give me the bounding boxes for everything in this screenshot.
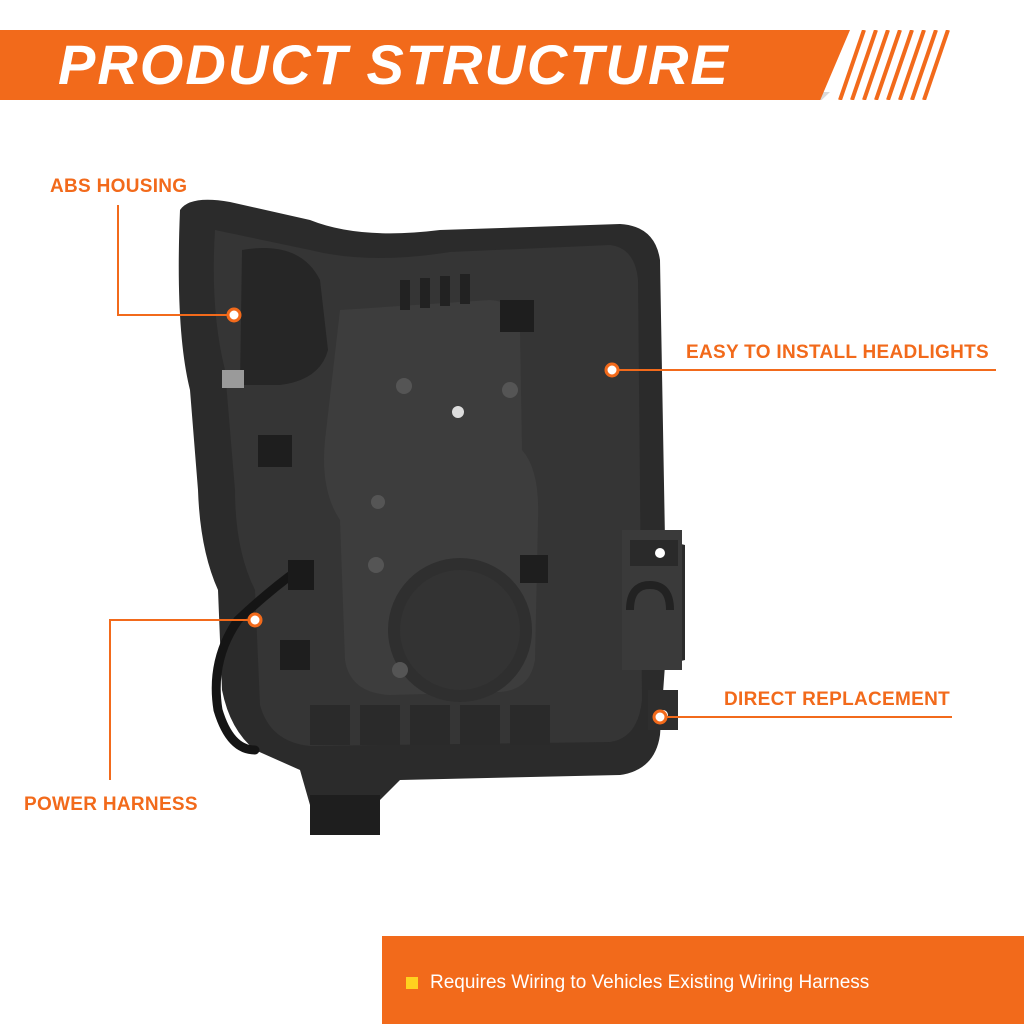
banner-stripes-decoration bbox=[838, 30, 950, 100]
square-bullet-icon bbox=[406, 977, 418, 989]
header-banner bbox=[0, 30, 850, 100]
footer-note: Requires Wiring to Vehicles Existing Wir… bbox=[430, 972, 870, 993]
label-abs-housing: ABS HOUSING bbox=[50, 176, 188, 197]
label-power-harness: POWER HARNESS bbox=[24, 794, 198, 815]
label-easy-to-install-headlights: EASY TO INSTALL HEADLIGHTS bbox=[686, 342, 990, 363]
footer-banner: Requires Wiring to Vehicles Existing Wir… bbox=[382, 936, 1024, 1024]
page-title: PRODUCT STRUCTURE bbox=[58, 33, 730, 96]
headlight-housing-image bbox=[178, 199, 685, 835]
label-direct-replacement: DIRECT REPLACEMENT bbox=[724, 689, 951, 710]
